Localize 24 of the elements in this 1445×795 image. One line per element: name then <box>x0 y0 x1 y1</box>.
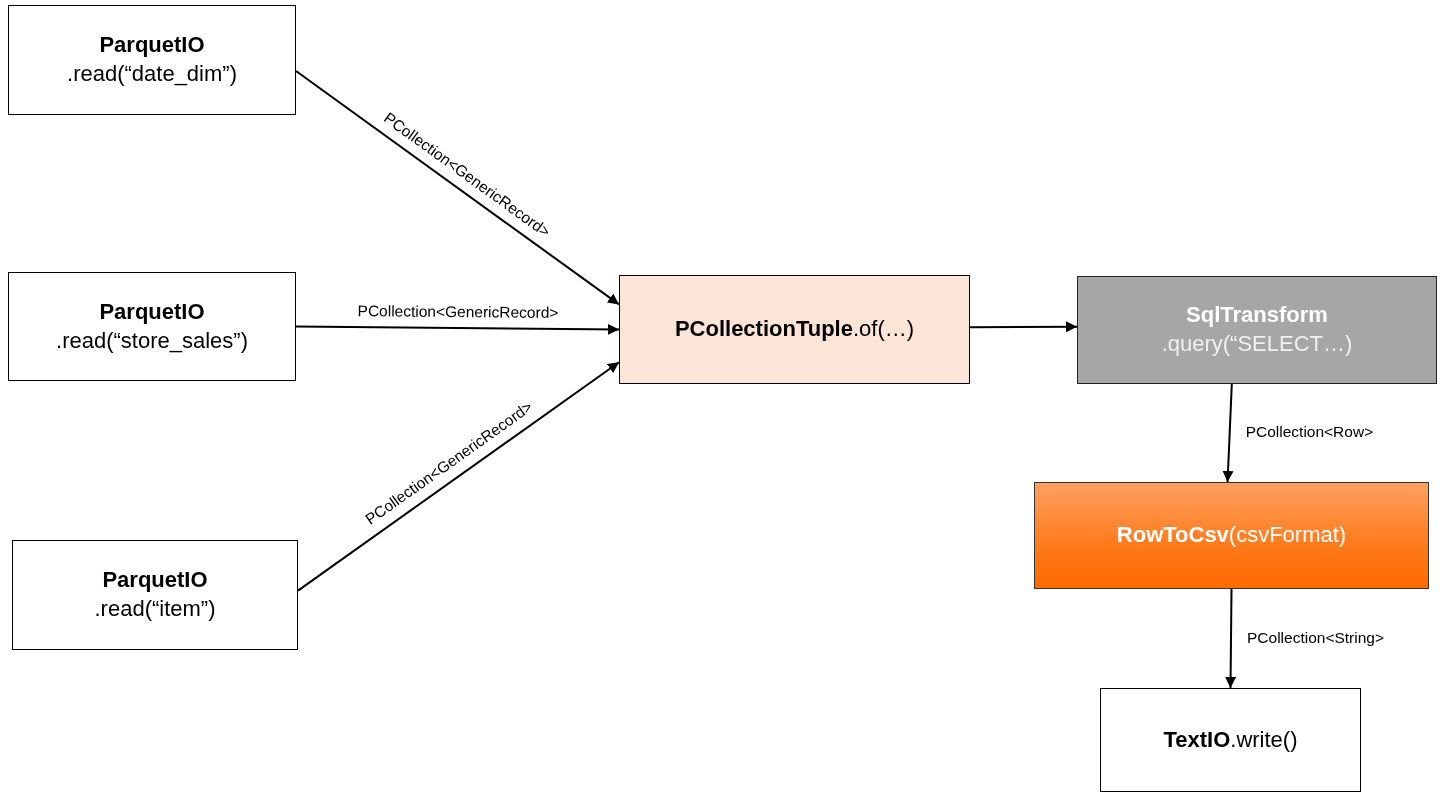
box-text: PCollectionTuple.of(…) <box>674 315 915 344</box>
process-box <box>1100 688 1361 792</box>
box-title: ParquetIO <box>99 31 205 60</box>
process-box <box>8 272 296 381</box>
arrow <box>297 361 620 592</box>
box-title: SqlTransform <box>1186 301 1328 330</box>
box-title: ParquetIO <box>99 297 205 326</box>
box-text: .query(“SELECT…) <box>1161 330 1353 358</box>
box-text: .read(“date_dim”) <box>67 60 237 88</box>
box-text: TextIO.write() <box>1163 725 1298 754</box>
arrow <box>295 70 620 306</box>
arrow <box>969 321 1078 333</box>
process-box <box>12 540 298 650</box>
process-box <box>8 5 296 115</box>
process-box <box>1077 276 1437 384</box>
arrow <box>1222 383 1234 483</box>
box-text: RowToCsv(csvFormat) <box>1116 521 1347 550</box>
process-box <box>1034 482 1429 589</box>
box-text: .read(“item”) <box>94 595 216 623</box>
process-box <box>619 275 970 384</box>
box-title: ParquetIO <box>102 566 208 595</box>
arrow <box>295 323 620 335</box>
arrow <box>1225 588 1237 689</box>
box-text: .read(“store_sales”) <box>56 326 248 355</box>
